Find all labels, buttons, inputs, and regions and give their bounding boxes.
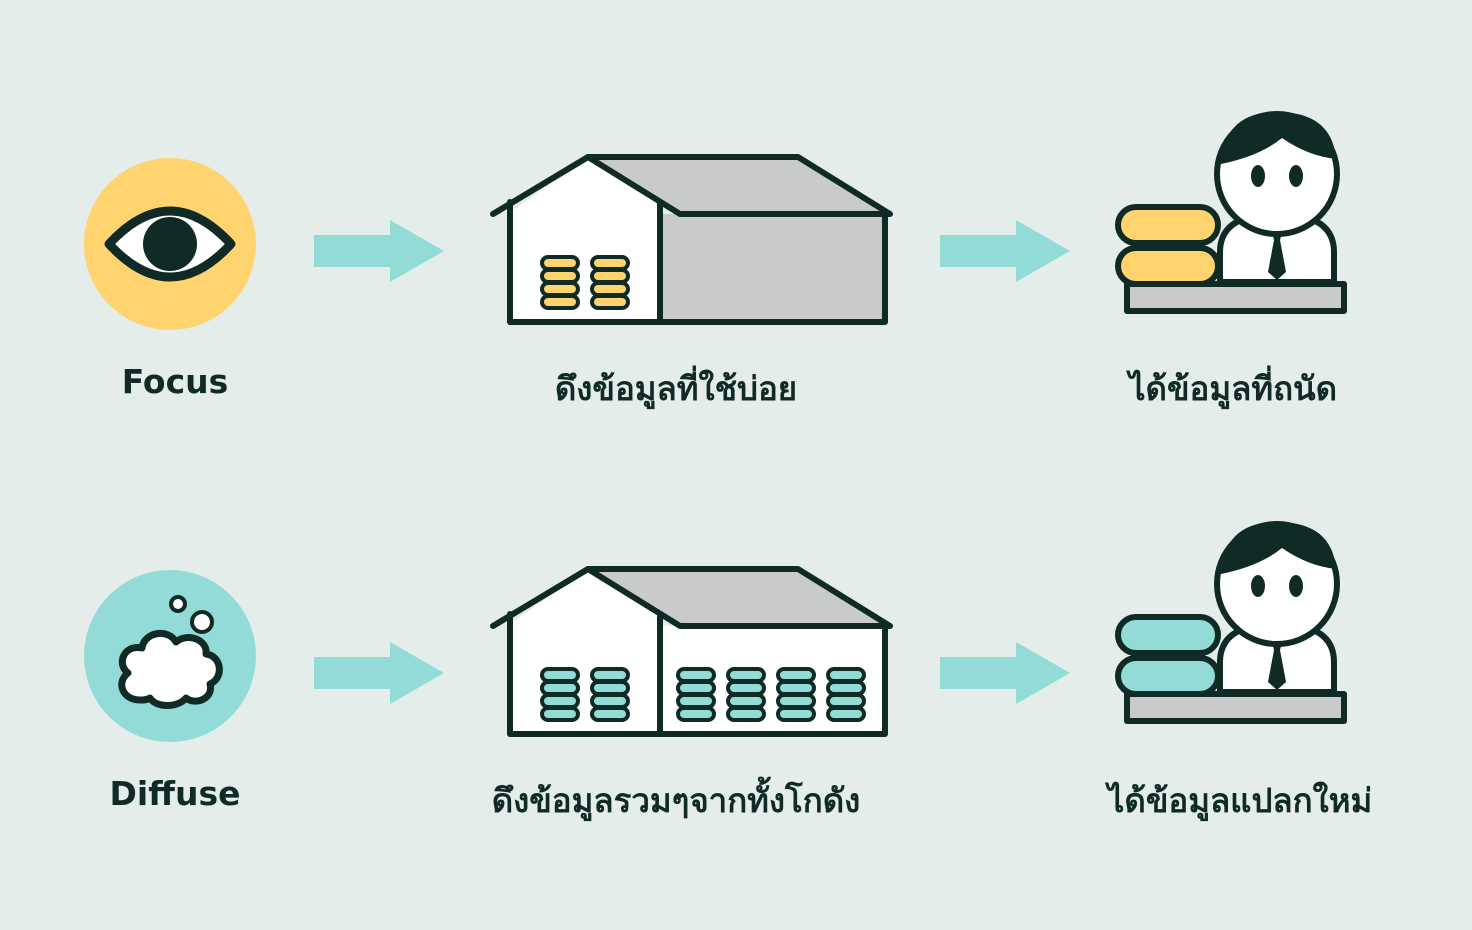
arrow-right-icon: [940, 642, 1070, 704]
diffuse-storage-stacks: [540, 667, 866, 722]
warehouse-diffuse-icon: [490, 566, 893, 737]
person-with-data-diffuse-icon: [1115, 521, 1347, 724]
focus-eye-icon: [84, 158, 256, 330]
focus-storage-label: ดึงข้อมูลที่ใช้บ่อย: [554, 369, 798, 408]
focus-result-label: ได้ข้อมูลที่ถนัด: [1128, 369, 1338, 408]
arrow-right-icon: [940, 220, 1070, 282]
diffuse-mode-label: Diffuse: [109, 774, 241, 813]
arrow-right-icon: [314, 642, 444, 704]
focus-storage-stacks: [540, 255, 630, 310]
diffuse-result-label: ได้ข้อมูลแปลกใหม่: [1107, 781, 1373, 820]
arrow-right-icon: [314, 220, 444, 282]
diffuse-cloud-bubbles-icon: [84, 570, 256, 742]
warehouse-focus-icon: [490, 154, 893, 325]
diffuse-storage-label: ดึงข้อมูลรวมๆจากทั้งโกดัง: [491, 781, 861, 820]
person-with-data-focus-icon: [1115, 111, 1347, 314]
focus-mode-label: Focus: [121, 362, 229, 401]
